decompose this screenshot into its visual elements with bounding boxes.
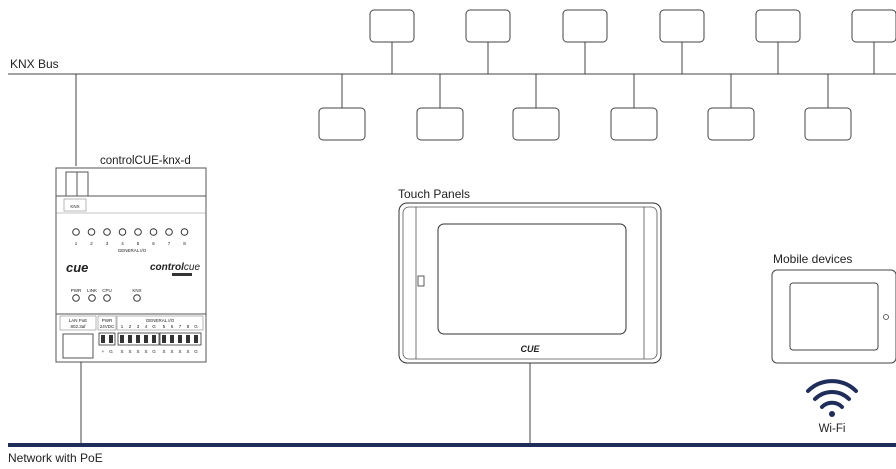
io-header-label: GENERAL I/O (146, 318, 175, 323)
mobile-devices-label: Mobile devices (773, 252, 852, 266)
led-number-label: 7 (168, 241, 171, 246)
knx-port-label: KNX (70, 204, 79, 209)
io-number-label: 8 (187, 324, 190, 329)
terminal-pin (152, 335, 156, 343)
controller-label: controlCUE-knx-d (100, 155, 191, 167)
led-number-label: 2 (90, 241, 93, 246)
lan-poe-label: LAN PoE (69, 318, 88, 323)
pwr-voltage-label: 24VDC (100, 324, 115, 329)
knx-device-upper (755, 9, 801, 74)
general-io-led (165, 228, 173, 236)
pwr-pin-label: + (102, 349, 105, 354)
io-number-label: 6 (171, 324, 174, 329)
general-io-led (72, 228, 80, 236)
io-pin-label: S (162, 349, 165, 354)
io-number-label: 1 (121, 324, 124, 329)
io-number-label: 2 (129, 324, 132, 329)
led-number-label: 3 (106, 241, 109, 246)
knx-port-label-box (63, 198, 87, 212)
knx-device-upper (659, 9, 705, 74)
status-led-label: PWR (71, 288, 82, 293)
knx-device-lower (512, 74, 560, 141)
io-pin-label: S (186, 349, 189, 354)
io-pin-label: G (152, 349, 156, 354)
general-io-led (87, 228, 96, 236)
terminal-pin (144, 335, 148, 343)
led-number-label: 5 (137, 241, 140, 246)
mobile-device-screen (789, 282, 879, 351)
knx-device-upper (465, 9, 511, 74)
terminal-pin (109, 335, 113, 343)
knx-device-lower (416, 74, 464, 141)
io-pin-label: S (144, 349, 147, 354)
knx-device-upper (562, 9, 608, 74)
terminal-pin (178, 335, 182, 343)
terminal-pin (128, 335, 132, 343)
terminal-pin (101, 335, 105, 343)
status-led (72, 294, 80, 302)
status-led-label: CPU (102, 288, 112, 293)
lan-port (62, 333, 94, 359)
touch-panel-sensor (417, 275, 425, 287)
general-io-led (118, 228, 127, 236)
mobile-device (771, 269, 896, 364)
knx-device-lower (318, 74, 366, 141)
network-line (8, 443, 896, 447)
terminal-pin (162, 335, 166, 343)
touch-panels-label: Touch Panels (398, 187, 470, 201)
io-number-label: 5 (163, 324, 166, 329)
knx-bus-label: KNX Bus (10, 57, 59, 71)
knx-device-upper (369, 9, 415, 74)
io-pin-label: S (170, 349, 173, 354)
wifi-icon (806, 379, 858, 417)
brand-logo-right: controlcue (150, 262, 200, 273)
led-number-label: 1 (75, 241, 78, 246)
terminal-pin (120, 335, 124, 343)
general-io-top-label: GENERAL I/O (118, 248, 147, 253)
mobile-home-button (883, 314, 889, 320)
terminal-pin (186, 335, 190, 343)
io-pin-label: S (136, 349, 139, 354)
io-pin-label: S (120, 349, 123, 354)
io-pin-label: S (178, 349, 181, 354)
touch-panel-screen (437, 223, 627, 335)
led-number-label: 6 (152, 241, 155, 246)
general-io-led (134, 228, 142, 236)
io-pin-label: G (194, 349, 198, 354)
general-io-led (180, 228, 189, 236)
network-label: Network with PoE (8, 451, 103, 465)
terminal-pin (136, 335, 140, 343)
io-pin-label: S (128, 349, 131, 354)
status-led-label: LINK (87, 288, 97, 293)
general-io-led (149, 228, 158, 236)
led-number-label: 4 (121, 241, 124, 246)
io-number-label: 7 (179, 324, 182, 329)
io-number-label: G (194, 324, 198, 329)
status-led (133, 294, 141, 302)
terminal-pin (170, 335, 174, 343)
terminal-pin (194, 335, 198, 343)
pwr-label: PWR (102, 318, 113, 323)
brand-logo-underbar (172, 273, 192, 276)
wifi-label: Wi-Fi (819, 423, 846, 435)
status-led (103, 294, 111, 302)
knx-device-lower (610, 74, 658, 141)
status-led (88, 294, 96, 302)
brand-logo-left: cue (66, 260, 88, 275)
lan-poe-label-2: 802.3af (70, 324, 86, 329)
touch-panel-logo: CUE (520, 344, 540, 354)
touch-panel-device: CUE (398, 202, 662, 364)
io-number-label: 4 (145, 324, 148, 329)
knx-device-upper (851, 9, 896, 74)
io-number-label: G (152, 324, 156, 329)
led-number-label: 8 (183, 241, 186, 246)
general-io-led (103, 228, 111, 236)
knx-device-lower (804, 74, 852, 141)
status-led-label: KNX (132, 288, 141, 293)
knx-device-lower (707, 74, 755, 141)
pwr-pin-label: G (109, 349, 113, 354)
io-number-label: 3 (137, 324, 140, 329)
